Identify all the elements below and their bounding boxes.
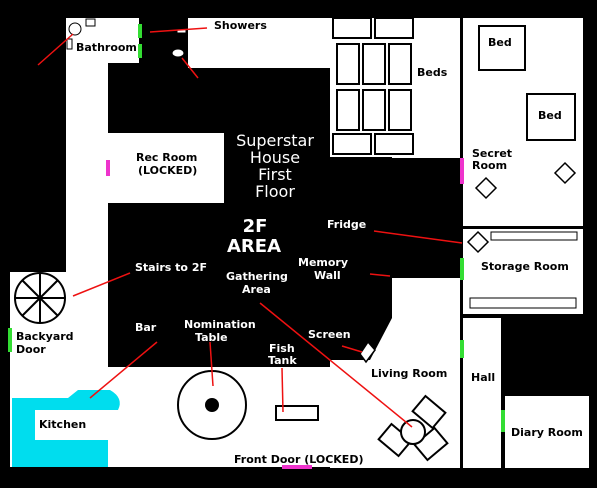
storage-room-label: Storage Room [481,260,569,273]
diary-room-door [501,410,505,432]
fish-tank-icon [275,405,319,421]
secret-room-label-1: Secret [472,147,512,160]
bunk-beds [332,17,414,155]
secret-room-label-2: Room [472,159,507,172]
backyard-door-label-2: Door [16,343,46,356]
living-room-furniture [377,394,449,462]
fish-tank-label-1: Fish [269,342,295,355]
sink-counter [85,18,96,27]
living-room-door [460,340,464,358]
toilet-icon [171,48,185,58]
chair-icon [474,176,498,200]
second-floor-area-line-2: AREA [227,236,281,257]
map-title-line-3: First [258,165,292,184]
shower-head [176,28,187,34]
chair-icon [553,161,577,185]
second-floor-area-line-1: 2F [243,216,268,237]
backyard-door [8,328,12,352]
bed-label-2: Bed [538,109,562,122]
memory-wall-label-2: Wall [314,269,341,282]
map-title-line-1: Superstar [236,131,314,150]
toilet-label: Toilet [183,81,217,94]
showers-label: Showers [214,19,267,32]
storage-room-door [460,258,464,280]
bar-label: Bar [135,321,157,334]
bathroom-door [138,24,142,38]
screen-label: Screen [308,328,351,341]
map-title-line-2: House [250,148,300,167]
kitchen-label: Kitchen [39,418,86,431]
kitchen-floor [35,410,108,440]
living-room-label: Living Room [371,367,447,380]
kitchen-counter [12,390,120,467]
nomination-table-label-1: Nomination [184,318,256,331]
pointer-lines [37,27,463,428]
front-door [282,465,312,469]
bed-icon [478,25,526,71]
diary-room-area [505,396,589,468]
hall-area [463,318,501,468]
sink-icon [68,22,82,36]
rec-room-area [108,133,224,203]
fish-tank-label-2: Tank [268,354,297,367]
map-title-line-4: Floor [255,182,295,201]
beds-label: Beds [417,66,448,79]
bathroom-label: Bathroom [76,41,137,54]
secret-room-door [460,158,464,184]
diary-room-label: Diary Room [511,426,583,439]
bed-icon [526,93,576,141]
fridge-icon [466,230,490,254]
nomination-table-center [205,398,219,412]
stairs-icon [14,272,66,324]
memory-wall-label-1: Memory [298,256,348,269]
door-markers [8,24,505,469]
bed-label-1: Bed [488,36,512,49]
storage-shelf [490,231,578,241]
showers-door [138,44,142,58]
rec-room-label-1: Rec Room [136,151,197,164]
nomination-table-label-2: Table [195,331,228,344]
gathering-area-label-1: Gathering [226,270,288,283]
backyard-door-label-1: Backyard [16,330,74,343]
screen-icon [359,340,376,364]
stairs-label: Stairs to 2F [135,261,207,274]
hall-label: Hall [471,371,495,384]
mirror-icon [66,38,73,50]
fridge-label: Fridge [327,218,366,231]
mirror-label: Mirror [6,76,45,89]
rec-room-door [106,160,110,176]
storage-shelf [469,297,577,309]
front-door-label: Front Door (LOCKED) [234,453,363,466]
rec-room-label-2: (LOCKED) [138,164,197,177]
gathering-area-label-2: Area [242,283,271,296]
